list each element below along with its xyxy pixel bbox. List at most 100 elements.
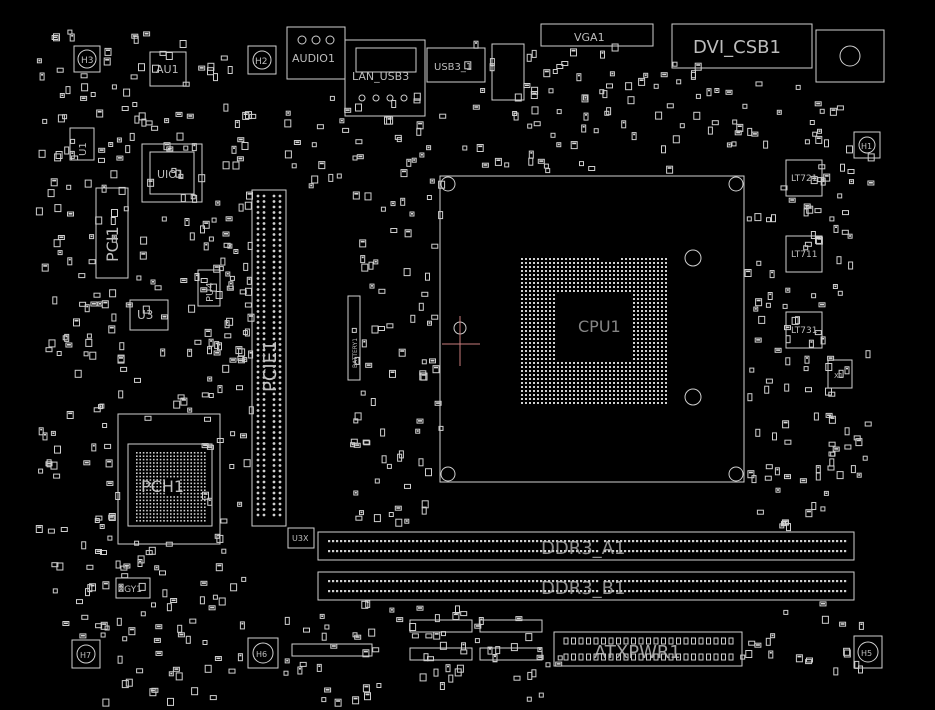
slot-pcie1[interactable]: PCIE1 [251, 189, 287, 527]
cpu-pin [537, 290, 539, 292]
mount-hole-h6[interactable]: H6 [247, 637, 279, 669]
pcie-pin [262, 233, 266, 236]
cpu-pin [617, 290, 619, 292]
cpu-pin [521, 358, 523, 360]
pch-pin [187, 513, 189, 515]
cpu-pin [561, 390, 563, 392]
crosshair-marker [442, 316, 480, 366]
cpu-pin [621, 362, 623, 364]
dimm-pin [548, 540, 551, 543]
cpu-pin [541, 398, 543, 400]
connector-lan-usb3[interactable]: LAN_USB3 [344, 39, 426, 117]
pch-pin [204, 458, 206, 461]
dimm-pin [800, 540, 803, 543]
connector-dvi[interactable]: DVI_CSB1 [671, 23, 813, 69]
connector-usb3-1[interactable]: USB3_1 [426, 47, 486, 83]
cpu-pin [657, 346, 659, 348]
inductor-lt721[interactable]: LT721 [785, 159, 823, 197]
atx-pin [601, 637, 606, 645]
smd-component [120, 366, 128, 372]
cpu-pin [625, 274, 627, 276]
smd-component [236, 156, 244, 162]
connector-small-top[interactable] [491, 43, 525, 101]
dimm-pin [432, 580, 435, 583]
chip-pu4[interactable]: PU4 [197, 269, 221, 307]
dimm-slot-ddr3-b1[interactable]: DDR3_B1 [317, 571, 855, 601]
pch-pin [153, 513, 155, 515]
mount-hole-h5[interactable]: H5 [853, 635, 883, 669]
dimm-pin [364, 540, 367, 543]
smd-component [764, 475, 772, 481]
chip-u1[interactable]: U1 [69, 127, 95, 161]
smd-component [785, 357, 791, 366]
chip-pch1[interactable]: PCH1 [117, 413, 221, 545]
cpu-pin [549, 390, 551, 392]
chip-u3[interactable]: U3 [129, 299, 169, 331]
mount-hole-h3[interactable]: H3 [73, 45, 101, 73]
cpu-pin [553, 270, 555, 272]
smd-component [530, 91, 538, 99]
cpu-pin [521, 326, 523, 328]
smd-component [222, 161, 230, 170]
dimm-pin [648, 590, 651, 593]
dimm-pin [368, 540, 371, 543]
smd-component [316, 124, 324, 130]
smd-pad [231, 359, 235, 361]
dimm-pin [440, 580, 443, 583]
cpu-pin [545, 362, 547, 364]
dimm-pin [780, 580, 783, 583]
cpu-pin [525, 326, 527, 328]
cpu-pin [537, 382, 539, 384]
dimm-pin [816, 550, 819, 553]
cpu-pin [541, 290, 543, 292]
cpu-pin [541, 322, 543, 324]
dimm-pin [792, 590, 795, 593]
dimm-pin [364, 550, 367, 553]
slot-pci1[interactable]: PCI1 [95, 187, 129, 279]
crystal-xgy1[interactable]: XGY1 [115, 577, 151, 599]
mount-hole-h7[interactable]: H7 [71, 639, 101, 669]
smd-component [394, 134, 402, 140]
smd-pad [68, 213, 73, 215]
cpu-pin [621, 366, 623, 368]
cpu-pin [525, 366, 527, 368]
header-bottom-1[interactable] [291, 619, 543, 661]
pch-pin [204, 492, 206, 495]
inductor-lt711[interactable]: LT711 [785, 235, 823, 273]
smd-component [224, 320, 230, 329]
pch-pin [200, 465, 203, 468]
cpu-pin [649, 298, 651, 300]
cpu-pin [589, 270, 591, 272]
smd-component [74, 369, 82, 378]
smd-pad [206, 330, 211, 332]
pch-pin [159, 462, 162, 464]
cpu-pin [545, 258, 547, 260]
chip-au1[interactable]: AU1 [149, 51, 187, 87]
connector-vga1[interactable]: VGA1 [540, 23, 654, 47]
cpu-pin [653, 350, 655, 352]
cpu-pin [605, 402, 607, 404]
smd-component [80, 95, 88, 101]
battery1[interactable]: BATTERY1 [347, 295, 361, 381]
cpu-socket-cpu1[interactable]: CPU1 [439, 175, 745, 483]
chip-uio1[interactable]: UIO1 [141, 143, 203, 203]
smd-component [672, 135, 680, 144]
smd-component [419, 152, 425, 158]
cpu-pin [577, 270, 579, 272]
cpu-pin [661, 390, 663, 392]
mount-hole-h2[interactable]: H2 [247, 45, 277, 75]
cpu-pin [629, 270, 631, 272]
dimm-pin [672, 550, 675, 553]
mount-hole-h1[interactable]: H1 [853, 131, 881, 159]
connector-right-top[interactable] [815, 29, 885, 83]
crystal-x1[interactable]: X1 [827, 359, 853, 389]
smd-pad [228, 245, 231, 247]
chip-u3x[interactable]: U3X [287, 527, 315, 549]
connector-atxpwr1[interactable]: ATXPWR1 [553, 631, 743, 667]
u3-label: U3 [137, 308, 153, 322]
cpu-pin [549, 302, 551, 304]
dimm-slot-ddr3-a1[interactable]: DDR3_A1 [317, 531, 855, 561]
inductor-lt731[interactable]: LT731 [785, 311, 823, 349]
smd-pad [810, 341, 813, 343]
dimm-pin [832, 540, 835, 543]
